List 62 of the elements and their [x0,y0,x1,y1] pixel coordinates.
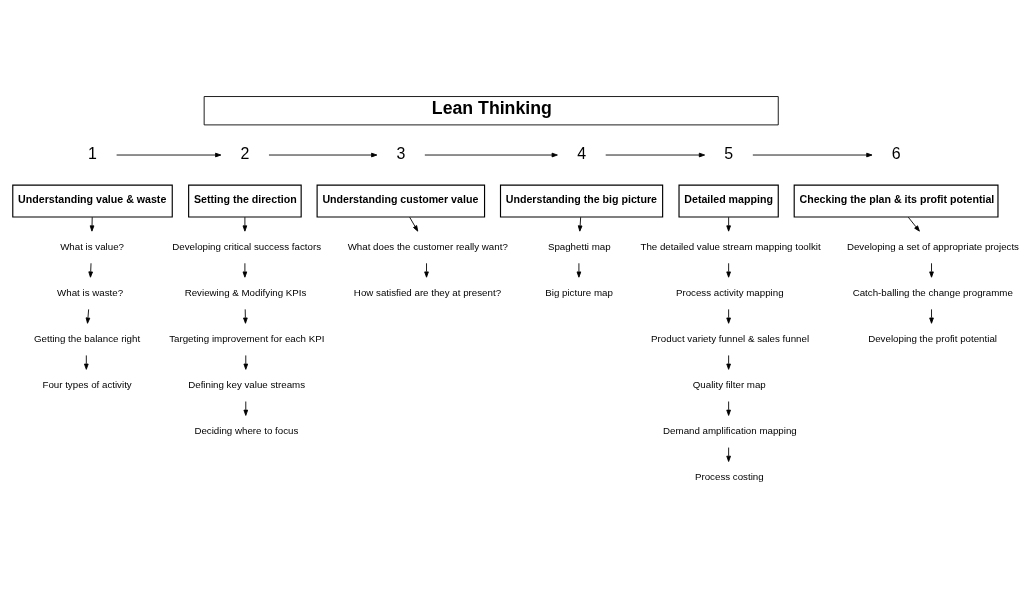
arrow [907,216,920,232]
node-text: Product variety funnel & sales funnel [651,332,810,344]
node-text: Deciding where to focus [194,424,299,436]
node-text: Quality filter map [692,378,766,390]
node-text: 2 [240,144,250,162]
node-text: The detailed value stream mapping toolkit [640,240,821,252]
node-text: Process costing [694,470,764,482]
arrow [243,355,249,370]
arrow [89,216,95,232]
arrow [85,308,91,324]
arrow [243,401,249,416]
arrow [726,447,731,462]
arrow [726,355,731,370]
node-text: What is value? [60,240,125,252]
arrow [752,152,873,158]
arrow [268,152,378,158]
node-text: Big picture map [545,286,613,298]
node-text: What is waste? [57,286,124,298]
arrow [88,262,93,278]
arrow [242,216,248,232]
arrow [726,401,731,416]
node-text: Developing the profit potential [868,332,997,344]
node-text: How satisfied are they at present? [353,286,502,298]
node-text: Four types of activity [42,378,132,390]
node-text: Getting the balance right [34,332,141,344]
node-text: 1 [88,144,97,162]
node-text: Developing critical success factors [172,240,322,252]
node-box: Detailed mapping [678,184,779,218]
arrow [605,152,706,158]
node-box: Checking the plan & its profit potential [793,184,999,218]
arrow [726,308,731,324]
node-text: Defining key value streams [188,378,306,390]
node-box: Understanding customer value [316,184,486,218]
arrow [409,216,419,232]
node-text: Targeting improvement for each KPI [169,332,325,344]
arrow [116,152,222,158]
arrow [242,262,248,278]
arrow [84,355,89,370]
node-text: Demand amplification mapping [663,424,797,436]
arrow [929,308,934,324]
arrow [726,262,731,278]
node-text: 6 [891,144,901,162]
node-text: Reviewing & Modifying KPIs [184,286,307,298]
arrow [576,262,582,278]
node-text: Developing a set of appropriate projects [846,240,1019,252]
node-text: 3 [396,144,406,162]
arrow [929,262,934,278]
node-text: Catch-balling the change programme [852,286,1013,298]
node-text: Process activity mapping [675,286,784,298]
node-box: Understanding value & waste [12,184,173,218]
node-text: Spaghetti map [547,240,611,252]
node-box: Lean Thinking [203,96,779,126]
arrow [424,152,558,158]
arrow [243,308,248,324]
node-box: Setting the direction [188,184,302,218]
arrow [577,216,583,232]
node-text: 4 [577,144,587,162]
arrow [726,216,731,232]
node-text: 5 [724,144,734,162]
node-box: Understanding the big picture [499,184,664,218]
node-text: What does the customer really want? [347,240,508,252]
arrow [424,262,429,278]
